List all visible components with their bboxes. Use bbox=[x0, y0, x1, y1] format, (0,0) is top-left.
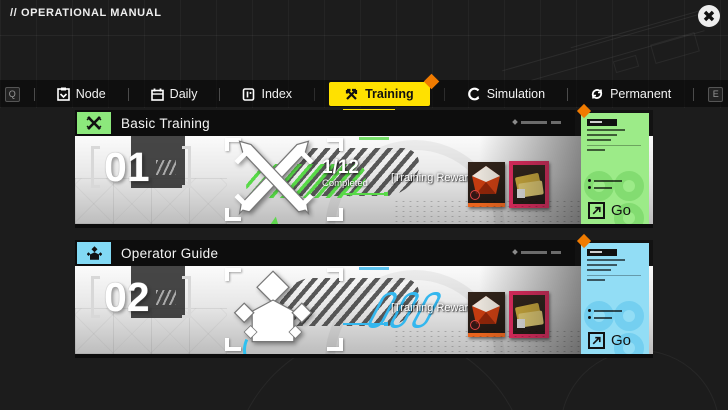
accent-tick bbox=[359, 137, 389, 140]
card-title: Basic Training bbox=[121, 115, 210, 131]
corner-bracket bbox=[327, 208, 343, 221]
card-title: Operator Guide bbox=[121, 245, 219, 261]
card-badge bbox=[77, 242, 111, 264]
card-basic-training[interactable]: Basic Training 01 bbox=[75, 103, 653, 228]
ring-decoration bbox=[614, 171, 644, 201]
card-body: 02 [Training Rewards] bbox=[75, 266, 653, 354]
crossed-swords-icon bbox=[234, 140, 314, 216]
corner-bracket bbox=[225, 208, 241, 221]
blueprint-decoration bbox=[468, 0, 728, 86]
card-header: Basic Training bbox=[75, 110, 575, 136]
card-badge bbox=[77, 112, 111, 134]
corner-bracket bbox=[225, 268, 241, 281]
card-bottom-strip bbox=[75, 224, 653, 228]
go-label: Go bbox=[611, 202, 632, 219]
completion-label: Completed bbox=[322, 178, 368, 189]
training-rewards-label: [Training Rewards] bbox=[391, 172, 483, 184]
operator-figure-icon bbox=[233, 270, 313, 343]
cycle-arrows-icon bbox=[591, 89, 603, 99]
stage-number-text: 01 bbox=[104, 144, 150, 190]
go-panel-operator-guide[interactable]: Go bbox=[581, 243, 649, 355]
page-title: // OPERATIONAL MANUAL bbox=[10, 7, 162, 19]
ring-decoration bbox=[614, 301, 644, 331]
completion-status: 1/12 Completed bbox=[322, 157, 368, 190]
completion-count: 1/12 bbox=[322, 157, 359, 178]
tab-label: Node bbox=[75, 87, 106, 101]
panel-tag bbox=[587, 119, 617, 126]
tab-label: Simulation bbox=[486, 87, 546, 101]
corner-bracket bbox=[225, 338, 241, 351]
crossed-arrows-icon bbox=[345, 88, 358, 100]
corner-bracket bbox=[327, 338, 343, 351]
card-operator-guide[interactable]: Operator Guide 02 bbox=[75, 233, 653, 358]
stage-number-text: 02 bbox=[104, 274, 150, 320]
close-button[interactable] bbox=[698, 5, 720, 27]
accent-tick bbox=[359, 267, 389, 270]
tab-label: Daily bbox=[169, 87, 198, 101]
shortcut-key-left: Q bbox=[4, 86, 20, 102]
training-rewards-label: [Training Rewards] bbox=[391, 302, 483, 314]
tab-daily[interactable]: Daily bbox=[143, 83, 206, 105]
crossed-swords-icon bbox=[86, 116, 102, 130]
shortcut-key-right: E bbox=[708, 86, 724, 102]
card-header: Operator Guide bbox=[75, 240, 575, 266]
go-arrow-icon bbox=[588, 202, 605, 219]
tab-permanent[interactable]: Permanent bbox=[582, 83, 679, 105]
operator-figure-icon bbox=[86, 246, 102, 260]
tab-label: Training bbox=[365, 87, 414, 101]
shade-decoration bbox=[479, 136, 589, 224]
close-icon bbox=[703, 10, 715, 22]
card-body: 01 1/12 Completed [Training Rewards] bbox=[75, 136, 653, 224]
corner-bracket bbox=[327, 268, 343, 281]
dot-pattern bbox=[393, 199, 589, 223]
stage-number: 01 bbox=[91, 146, 191, 188]
corner-bracket bbox=[327, 138, 343, 151]
divider bbox=[0, 35, 728, 36]
clipboard-icon bbox=[56, 87, 70, 101]
dot-pattern bbox=[393, 329, 589, 353]
tab-simulation[interactable]: Simulation bbox=[459, 83, 553, 105]
simulation-loop-icon bbox=[467, 87, 480, 101]
background-ring bbox=[560, 350, 720, 410]
tab-training[interactable]: Training bbox=[329, 73, 439, 112]
accent-line bbox=[343, 192, 388, 196]
go-button[interactable]: Go bbox=[588, 202, 631, 219]
panel-tag bbox=[587, 249, 617, 256]
header-decoration bbox=[512, 249, 561, 255]
panel-notes bbox=[588, 179, 622, 193]
stage-number: 02 bbox=[91, 276, 191, 318]
card-bottom-strip bbox=[75, 354, 653, 358]
tab-index[interactable]: Index bbox=[234, 83, 300, 105]
index-book-icon bbox=[243, 87, 255, 101]
panel-notes bbox=[588, 309, 622, 323]
corner-bracket bbox=[225, 138, 241, 151]
tab-node[interactable]: Node bbox=[49, 83, 114, 105]
go-label: Go bbox=[611, 332, 632, 349]
go-button[interactable]: Go bbox=[588, 332, 631, 349]
header-decoration bbox=[512, 119, 561, 125]
calendar-icon bbox=[150, 88, 164, 101]
tabbar: Q Node Daily Index bbox=[0, 73, 728, 112]
go-panel-basic-training[interactable]: Go bbox=[581, 113, 649, 225]
accent-line bbox=[343, 322, 388, 326]
go-arrow-icon bbox=[588, 332, 605, 349]
shade-decoration bbox=[479, 266, 589, 354]
tab-label: Index bbox=[261, 87, 293, 101]
tab-label: Permanent bbox=[610, 87, 672, 101]
